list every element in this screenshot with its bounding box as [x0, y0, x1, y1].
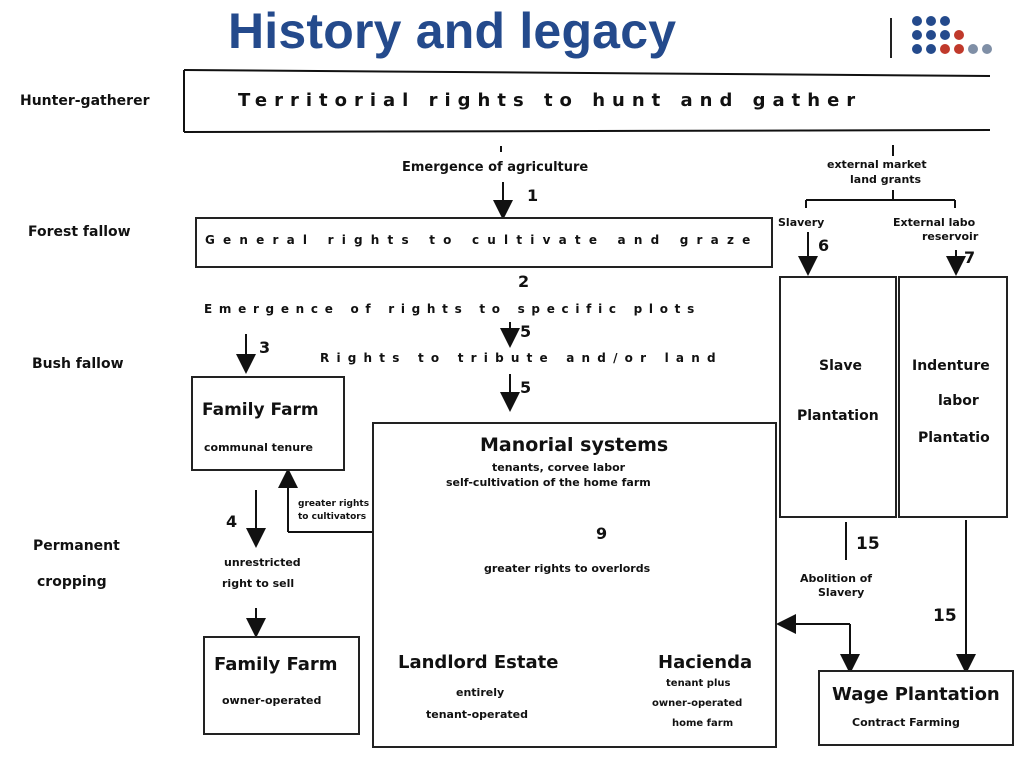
reservoir-label: reservoir: [922, 230, 979, 243]
manorial-sub-1: tenants, corvee labor: [492, 461, 626, 474]
step-number-7: 7: [964, 248, 976, 267]
hacienda-sub-3: home farm: [672, 718, 734, 729]
plantation-label: Plantation: [797, 408, 879, 424]
dot: [912, 16, 922, 26]
unrestricted-2: right to sell: [222, 577, 295, 590]
contract-farming-label: Contract Farming: [852, 716, 960, 729]
greater-rights-overlords: greater rights to overlords: [484, 562, 651, 575]
slide-title: History and legacy: [228, 3, 677, 59]
slave-plantation-box: Slave Plantation: [779, 276, 897, 518]
step-number-6: 6: [818, 236, 830, 255]
step-number-5a: 5: [520, 322, 532, 341]
step-number-15b: 15: [933, 606, 957, 626]
title-divider: [890, 18, 892, 58]
step-number-9: 9: [596, 524, 608, 543]
family-farm-owner-title: Family Farm: [214, 654, 338, 675]
indenture-label: Indenture: [912, 358, 990, 374]
dot: [926, 30, 936, 40]
step-number-4: 4: [226, 512, 238, 531]
emergence-plots-text: Emergence of rights to specific plots: [204, 302, 701, 316]
hacienda-sub-2: owner-operated: [652, 698, 743, 709]
wage-plantation-title: Wage Plantation: [832, 684, 1000, 705]
greater-rights-cultivators-1: greater rights: [298, 499, 370, 509]
row-label-forest: Forest fallow: [28, 224, 131, 240]
wage-plantation-box: Wage Plantation Contract Farming: [818, 670, 1014, 746]
connector-line: [183, 69, 991, 77]
manorial-sub-2: self-cultivation of the home farm: [446, 476, 651, 489]
family-farm-communal-box: Family Farm communal tenure: [191, 376, 345, 471]
dot: [912, 44, 922, 54]
dot: [954, 30, 964, 40]
step-number-2: 2: [518, 272, 530, 291]
dot: [968, 44, 978, 54]
external-market-label: external market: [827, 158, 927, 171]
step-number-3: 3: [259, 338, 271, 357]
general-rights-text: General rights to cultivate and graze: [205, 233, 759, 247]
connector-line: [183, 129, 991, 133]
abolition-2: Slavery: [818, 586, 865, 599]
row-label-permanent: Permanent: [33, 538, 120, 554]
indenture-plantation-label: Plantatio: [918, 430, 990, 446]
rights-tribute-text: Rights to tribute and/or land: [320, 351, 723, 365]
landlord-sub-2: tenant-operated: [426, 708, 528, 721]
family-farm-owner-box: Family Farm owner-operated: [203, 636, 360, 735]
row-label-hunter: Hunter-gatherer: [20, 93, 150, 109]
emergence-agriculture: Emergence of agriculture: [402, 160, 589, 175]
row-label-cropping: cropping: [37, 574, 107, 590]
dot: [940, 30, 950, 40]
labor-label: labor: [938, 393, 979, 409]
external-labor-label: External labo: [893, 216, 976, 229]
dot: [912, 30, 922, 40]
slavery-label: Slavery: [778, 216, 825, 229]
dot: [940, 44, 950, 54]
dot: [982, 44, 992, 54]
landlord-estate-title: Landlord Estate: [398, 652, 559, 673]
land-grants-label: land grants: [850, 173, 922, 186]
greater-rights-cultivators-2: to cultivators: [298, 512, 367, 522]
manorial-systems-box: Manorial systems tenants, corvee labor s…: [372, 422, 777, 748]
dot: [926, 44, 936, 54]
unrestricted-1: unrestricted: [224, 556, 301, 569]
slave-label: Slave: [819, 358, 862, 374]
dot: [940, 16, 950, 26]
manorial-title: Manorial systems: [480, 434, 669, 456]
general-rights-box: General rights to cultivate and graze: [195, 217, 773, 268]
step-number-5b: 5: [520, 378, 532, 397]
hacienda-sub-1: tenant plus: [666, 678, 731, 689]
landlord-sub-1: entirely: [456, 686, 505, 699]
step-number-15a: 15: [856, 534, 880, 554]
row-label-bush: Bush fallow: [32, 356, 124, 372]
abolition-1: Abolition of: [800, 572, 873, 585]
owner-operated-label: owner-operated: [222, 694, 322, 707]
territorial-rights-text: Territorial rights to hunt and gather: [238, 90, 863, 111]
step-number-1: 1: [527, 186, 539, 205]
hacienda-title: Hacienda: [658, 652, 753, 673]
family-farm-title: Family Farm: [202, 400, 319, 420]
indenture-plantation-box: Indenture labor Plantatio: [898, 276, 1008, 518]
dot: [954, 44, 964, 54]
dots-logo-icon: [912, 16, 1012, 66]
dot: [926, 16, 936, 26]
communal-tenure: communal tenure: [204, 441, 313, 454]
